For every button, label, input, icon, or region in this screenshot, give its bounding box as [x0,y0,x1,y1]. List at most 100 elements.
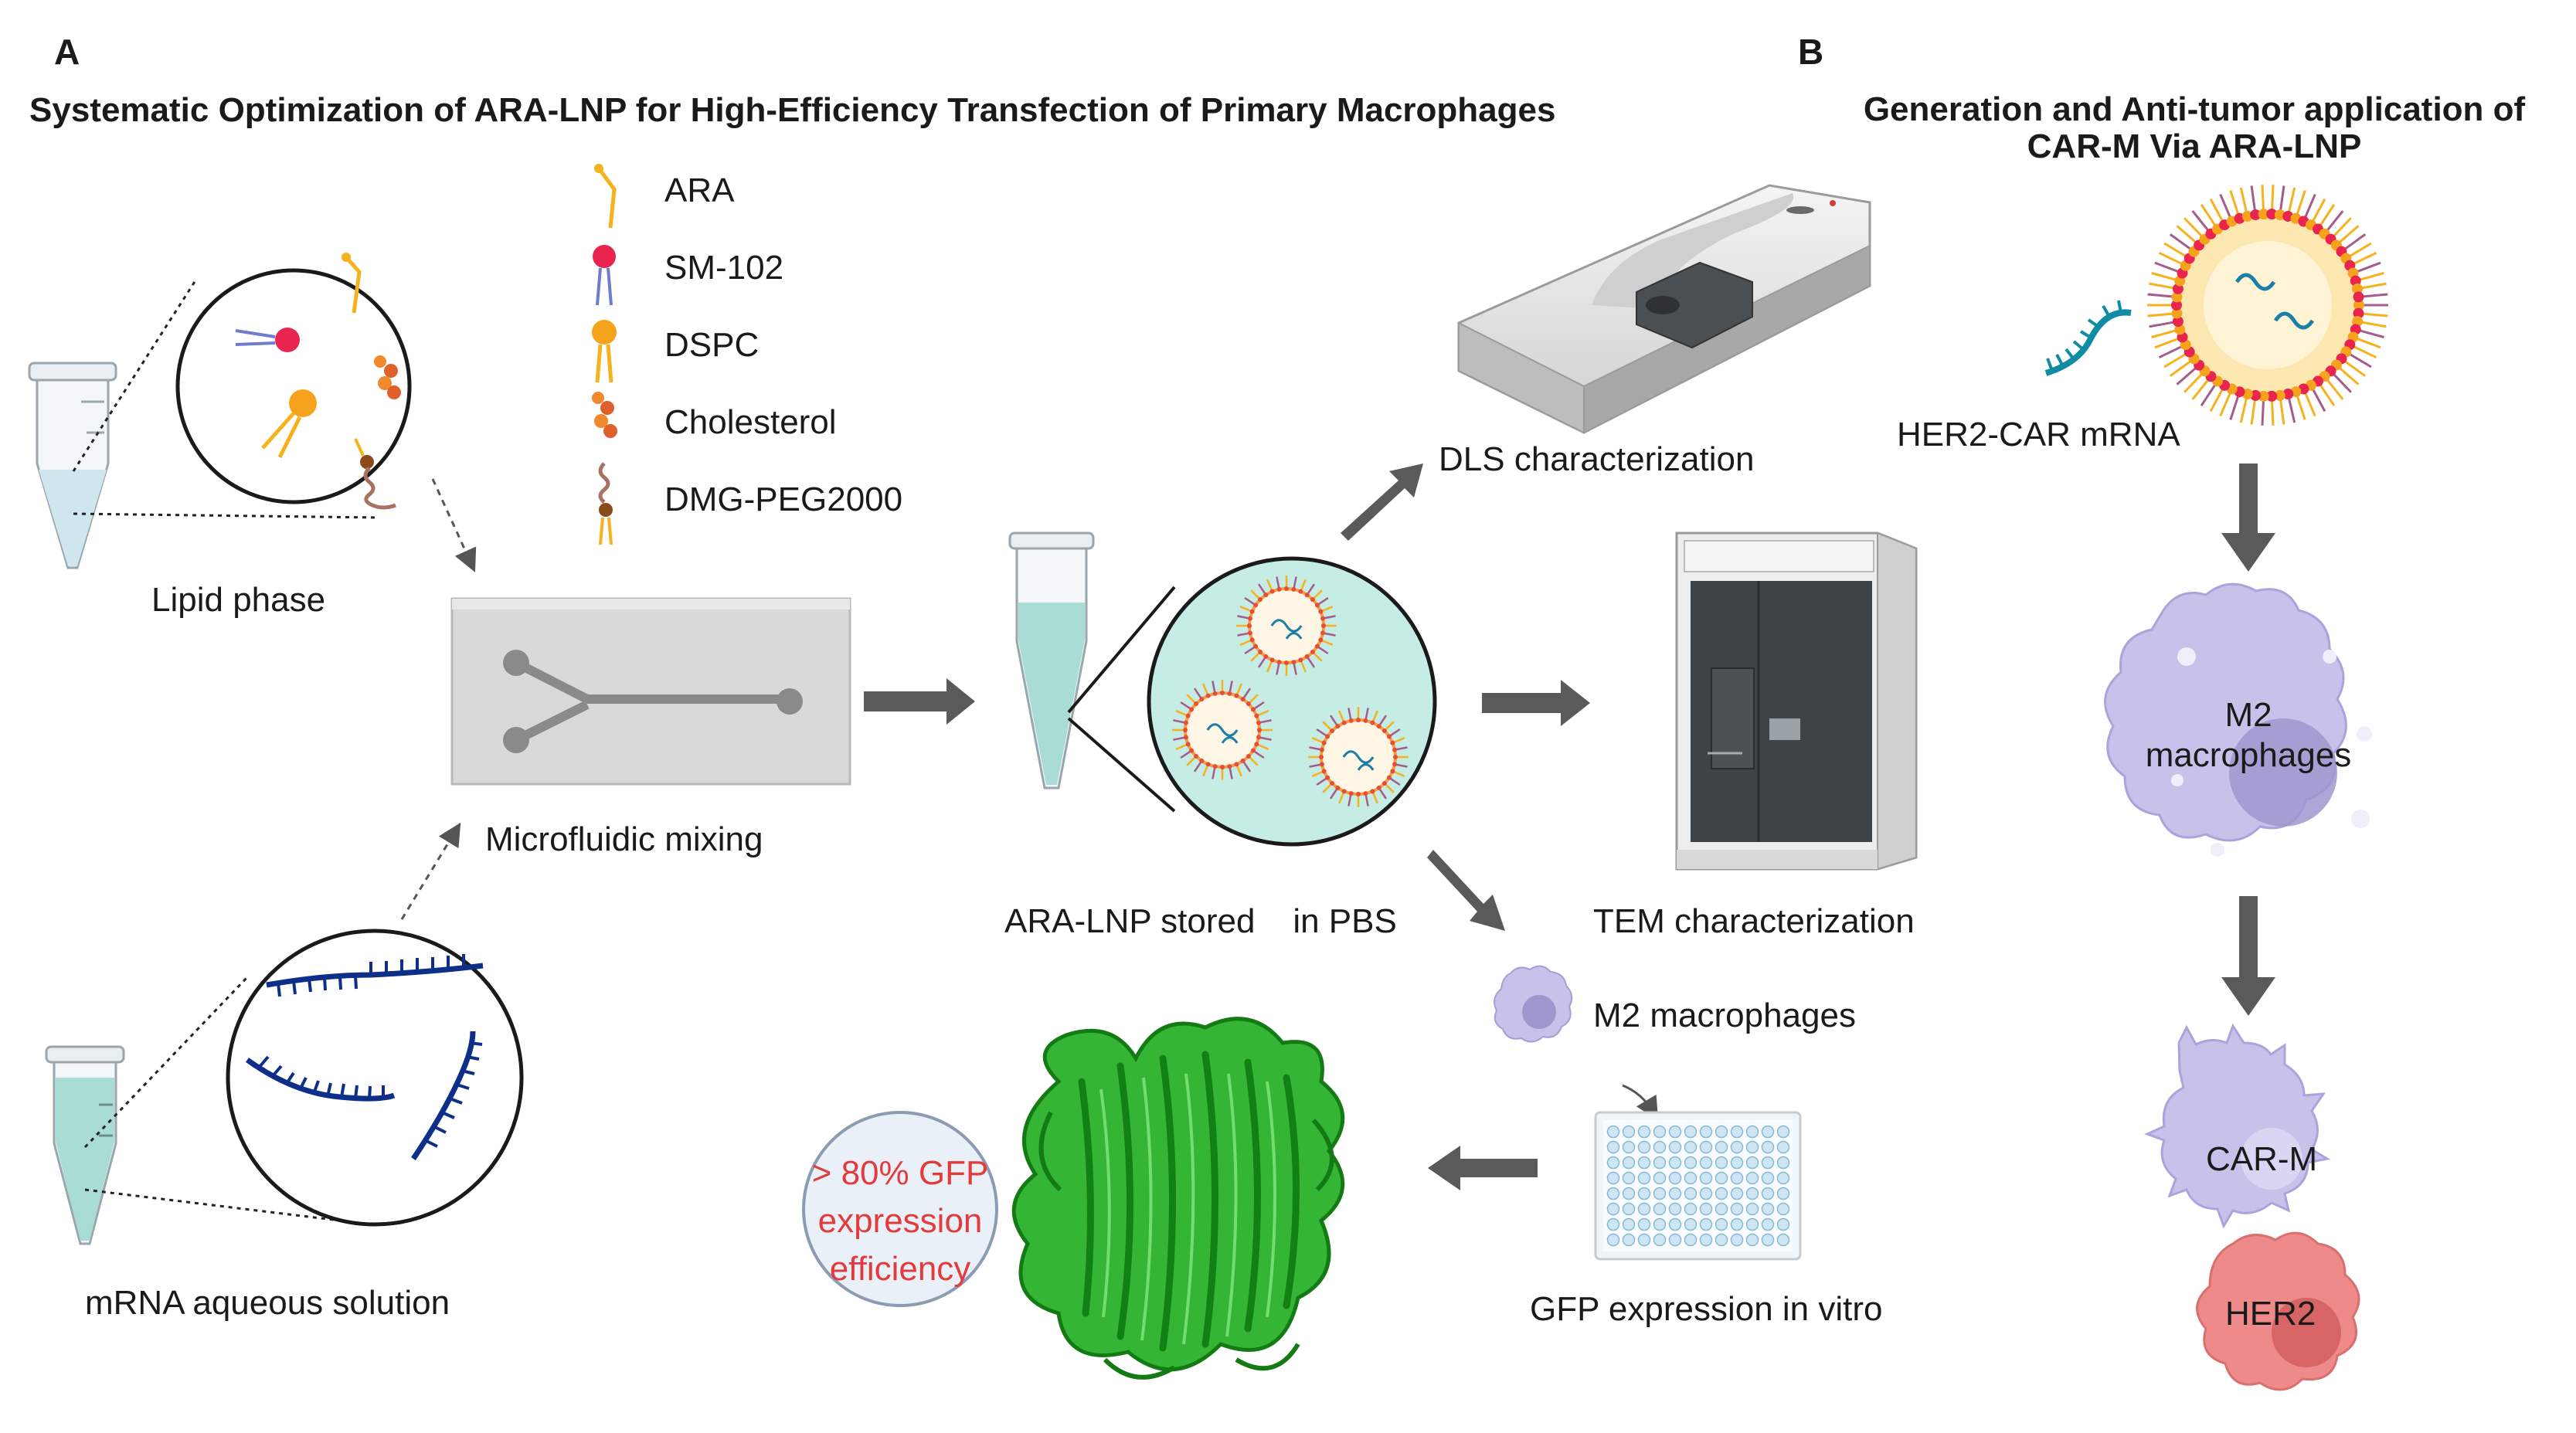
well [1715,1171,1728,1185]
microfluidic-chip-icon [450,597,851,786]
well [1622,1202,1636,1216]
panel-b-title-line: Generation and Anti-tumor application of [1863,90,2526,128]
mrna-solution-label: mRNA aqueous solution [85,1284,450,1322]
mrna-strand-icon [2044,300,2132,376]
well [1745,1202,1759,1216]
efficiency-line: efficiency [829,1250,971,1288]
well [1730,1187,1744,1200]
m2-line: macrophages [2145,736,2352,774]
legend-label-dspc: DSPC [664,326,760,364]
well [1622,1171,1636,1185]
well [1637,1140,1651,1154]
well [1668,1156,1682,1170]
well [1606,1233,1620,1247]
well [1622,1140,1636,1154]
car-m-cell-icon [2144,1023,2331,1229]
well [1668,1217,1682,1231]
well [1761,1202,1775,1216]
ara-lipid-icon [342,253,362,314]
well [1745,1156,1759,1170]
dls-instrument-icon [1457,184,1871,434]
well [1776,1202,1790,1216]
ara-lipid-icon [594,164,617,229]
well [1761,1140,1775,1154]
dspc-lipid-icon [261,389,317,459]
peg-lipid-icon [598,462,613,545]
efficiency-bubble [802,1111,998,1307]
well [1653,1233,1667,1247]
well [1622,1125,1636,1139]
panel-letter-a: A [54,32,80,72]
lnp-particle-icon [1172,680,1273,780]
well [1730,1140,1744,1154]
dspc-lipid-icon [592,320,617,383]
arrow-right [864,678,975,725]
sm102-lipid-icon [593,245,616,306]
well [1715,1156,1728,1170]
car-m-label: CAR-M [2206,1140,2318,1178]
well [1684,1125,1698,1139]
well [1606,1140,1620,1154]
lipid-zoom-circle [175,253,412,510]
well [1730,1202,1744,1216]
well [1776,1187,1790,1200]
well [1653,1202,1667,1216]
arrow-down [2221,464,2275,572]
well [1761,1125,1775,1139]
well [1606,1156,1620,1170]
efficiency-line: > 80% GFP [811,1154,989,1192]
lnp-stored-label: ARA-LNP stored in PBS [1004,902,1397,940]
well [1730,1171,1744,1185]
panel-b-title-line: CAR-M Via ARA-LNP [2027,127,2362,165]
well [1699,1233,1713,1247]
well [1699,1217,1713,1231]
zoom-line [84,1188,341,1222]
well [1622,1187,1636,1200]
gfp-invitro-label: GFP expression in vitro [1530,1290,1883,1328]
well [1668,1171,1682,1185]
well [1715,1125,1728,1139]
mrna-zoom-circle [226,929,524,1227]
well [1776,1156,1790,1170]
well [1684,1140,1698,1154]
zoom-line [73,512,379,519]
well [1606,1187,1620,1200]
arrow-down [2221,896,2275,1016]
well [1776,1171,1790,1185]
panel-b-title: Generation and Anti-tumor application of… [1820,91,2569,165]
lipid-phase-label: Lipid phase [151,581,326,619]
m2-macrophages-label: M2 macrophages [2121,695,2376,776]
process-arrows [864,464,1590,1190]
dashed-arrow [431,478,477,572]
well [1637,1202,1651,1216]
well [1606,1171,1620,1185]
well [1637,1187,1651,1200]
well [1776,1140,1790,1154]
lnp-storage-tube-icon [1008,531,1095,790]
well [1684,1156,1698,1170]
well [1730,1233,1744,1247]
well [1730,1156,1744,1170]
mrna-tube-icon [45,1045,125,1245]
well [1745,1140,1759,1154]
well [1637,1217,1651,1231]
well [1715,1140,1728,1154]
well [1653,1187,1667,1200]
well [1761,1233,1775,1247]
well [1637,1233,1651,1247]
thin-arrow [1622,1084,1659,1121]
tem-instrument-icon [1675,531,1918,871]
well [1730,1125,1744,1139]
well [1684,1217,1698,1231]
well [1668,1140,1682,1154]
well [1668,1233,1682,1247]
well [1606,1202,1620,1216]
well [1745,1125,1759,1139]
big-lnp-icon [2147,185,2388,426]
well [1637,1156,1651,1170]
sm102-lipid-icon [235,328,300,352]
well [1653,1156,1667,1170]
cholesterol-icon [592,392,617,438]
well [1699,1156,1713,1170]
